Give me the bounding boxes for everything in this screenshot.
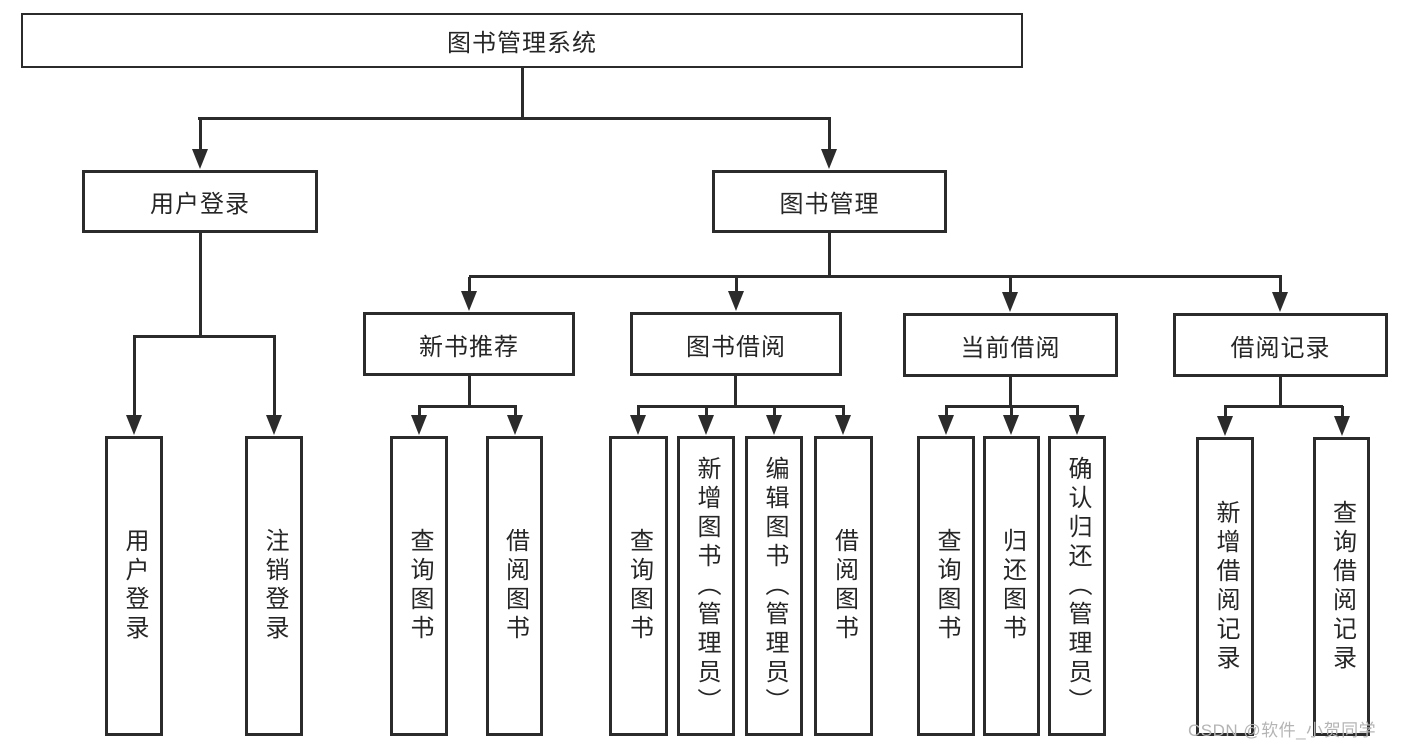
node-label-login: 用户登录	[121, 528, 148, 644]
connector-arrow-shaft	[704, 406, 708, 417]
arrow-down-icon	[125, 415, 142, 435]
connector-line	[133, 335, 276, 338]
arrow-down-icon	[937, 415, 954, 435]
connector-arrow-shaft	[1075, 406, 1079, 417]
arrow-down-icon	[1001, 292, 1018, 312]
arrow-down-icon	[727, 291, 744, 311]
node-book-mgmt: 图书管理	[712, 170, 947, 233]
arrow-down-icon	[265, 415, 282, 435]
node-cb-query: 查询图书	[917, 436, 975, 736]
node-label-cb-confirm: 确认归还（管理员）	[1064, 455, 1091, 717]
node-borrow-record: 借阅记录	[1173, 313, 1388, 377]
connector-line	[1009, 377, 1012, 406]
connector-line	[198, 117, 831, 120]
arrow-down-icon	[191, 149, 208, 169]
node-br-add: 新增借阅记录	[1196, 437, 1254, 736]
node-cb-confirm: 确认归还（管理员）	[1048, 436, 1106, 736]
connector-arrow-shaft	[467, 277, 471, 293]
node-label-logout: 注销登录	[261, 528, 288, 644]
node-bb-add: 新增图书（管理员）	[677, 436, 735, 736]
node-nb-borrow: 借阅图书	[486, 436, 543, 736]
node-nb-query: 查询图书	[390, 436, 448, 736]
node-label-current-borrow: 当前借阅	[960, 334, 1061, 362]
connector-line	[468, 376, 471, 406]
node-label-book-borrow: 图书借阅	[686, 333, 786, 361]
arrow-down-icon	[1333, 416, 1350, 436]
arrow-down-icon	[1002, 415, 1019, 435]
connector-arrow-shaft	[198, 118, 202, 151]
node-label-nb-borrow: 借阅图书	[501, 528, 529, 644]
connector-line	[828, 233, 831, 275]
connector-line	[418, 405, 517, 408]
node-label-bb-edit: 编辑图书（管理员）	[761, 455, 788, 717]
node-label-bb-query: 查询图书	[625, 528, 653, 644]
node-new-book-rec: 新书推荐	[363, 312, 575, 376]
connector-line	[637, 405, 845, 408]
node-label-system: 图书管理系统	[447, 30, 597, 57]
node-bb-query: 查询图书	[609, 436, 668, 736]
arrow-down-icon	[410, 415, 427, 435]
arrow-down-icon	[1068, 415, 1085, 435]
arrow-down-icon	[697, 415, 714, 435]
node-user-login: 用户登录	[82, 170, 318, 233]
connector-arrow-shaft	[1008, 277, 1012, 294]
connector-line	[734, 376, 737, 406]
node-logout: 注销登录	[245, 436, 303, 736]
connector-arrow-shaft	[513, 406, 517, 417]
connector-arrow-shaft	[944, 406, 948, 417]
csdn-watermark: CSDN @软件_小贺同学	[1188, 721, 1377, 740]
connector-arrow-shaft	[841, 406, 845, 417]
connector-arrow-shaft	[1278, 277, 1282, 294]
node-label-br-query: 查询借阅记录	[1328, 499, 1356, 674]
arrow-down-icon	[460, 291, 477, 311]
connector-line	[1279, 377, 1282, 406]
node-label-new-book-rec: 新书推荐	[419, 333, 519, 361]
node-label-nb-query: 查询图书	[406, 528, 433, 644]
connector-arrow-shaft	[772, 406, 776, 417]
node-label-user-login: 用户登录	[150, 191, 250, 218]
node-login: 用户登录	[105, 436, 163, 736]
connector-arrow-shaft	[1340, 406, 1344, 418]
arrow-down-icon	[820, 149, 837, 169]
node-system: 图书管理系统	[21, 13, 1023, 68]
arrow-down-icon	[506, 415, 523, 435]
connector-arrow-shaft	[827, 118, 831, 151]
arrow-down-icon	[629, 415, 646, 435]
connector-line	[199, 233, 202, 335]
node-bb-lend: 借阅图书	[814, 436, 873, 736]
connector-arrow-shaft	[132, 336, 136, 417]
connector-line	[469, 275, 1282, 278]
connector-arrow-shaft	[417, 406, 421, 417]
connector-arrow-shaft	[1009, 406, 1013, 417]
node-br-query: 查询借阅记录	[1313, 437, 1370, 736]
arrow-down-icon	[1216, 416, 1233, 436]
node-label-bb-add: 新增图书（管理员）	[693, 455, 720, 717]
node-book-borrow: 图书借阅	[630, 312, 842, 376]
connector-line	[521, 68, 524, 117]
connector-arrow-shaft	[272, 336, 276, 417]
node-current-borrow: 当前借阅	[903, 313, 1118, 377]
node-bb-edit: 编辑图书（管理员）	[745, 436, 803, 736]
node-label-cb-query: 查询图书	[933, 528, 960, 644]
node-label-book-mgmt: 图书管理	[779, 191, 880, 218]
node-label-br-add: 新增借阅记录	[1212, 499, 1239, 674]
connector-line	[1224, 405, 1343, 408]
node-cb-return: 归还图书	[983, 436, 1040, 736]
connector-arrow-shaft	[1223, 406, 1227, 418]
arrow-down-icon	[834, 415, 851, 435]
node-label-borrow-record: 借阅记录	[1230, 334, 1331, 362]
connector-arrow-shaft	[636, 406, 640, 417]
node-label-cb-return: 归还图书	[998, 528, 1026, 644]
arrow-down-icon	[765, 415, 782, 435]
connector-arrow-shaft	[734, 277, 738, 293]
node-label-bb-lend: 借阅图书	[830, 528, 858, 644]
arrow-down-icon	[1271, 292, 1288, 312]
